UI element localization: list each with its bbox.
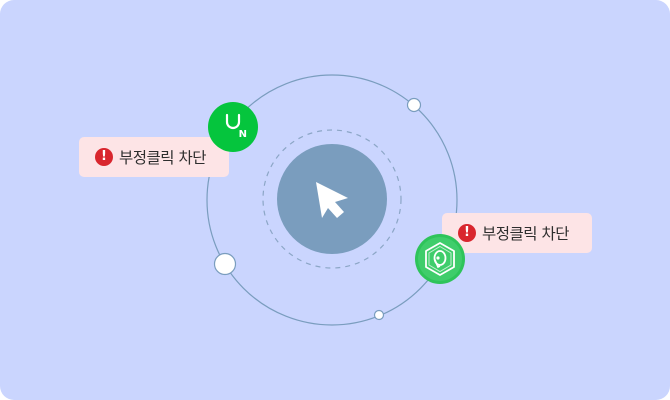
outer-orbit-ring <box>206 74 458 326</box>
orbit-node-left <box>213 252 237 276</box>
exclamation-icon: ! <box>95 148 113 166</box>
naver-shopping-icon: N <box>208 102 258 152</box>
badge-label: 부정클릭 차단 <box>482 225 570 243</box>
hexagon-box-icon <box>418 237 462 281</box>
fraud-click-block-badge-right: ! 부정클릭 차단 <box>442 213 592 253</box>
box-3d-icon <box>415 234 465 284</box>
cursor-arrow-icon <box>316 182 348 218</box>
orbit-node-bottom <box>373 309 385 321</box>
naver-letter: N <box>238 129 247 140</box>
shopping-bag-handle-icon <box>225 113 241 130</box>
badge-label: 부정클릭 차단 <box>119 149 207 167</box>
orbit-node-top-right <box>406 97 422 113</box>
dashed-inner-ring <box>262 129 402 269</box>
exclamation-icon: ! <box>458 224 476 242</box>
fraud-click-block-badge-left: ! 부정클릭 차단 <box>79 137 229 177</box>
